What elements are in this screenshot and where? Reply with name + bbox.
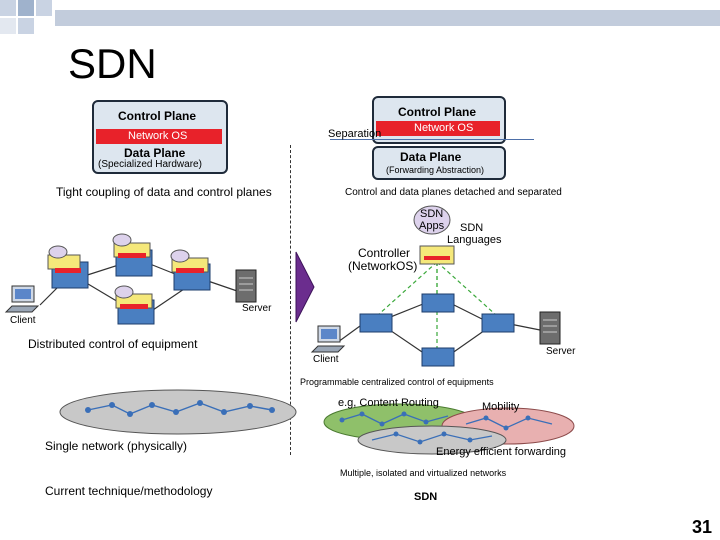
left-switch-2 — [112, 233, 153, 277]
left-network-os-label: Network OS — [128, 130, 188, 142]
right-network-os-label: Network OS — [414, 122, 474, 134]
right-server-icon — [539, 311, 561, 345]
transition-arrow — [295, 251, 315, 323]
left-client-label: Client — [10, 315, 36, 326]
left-control-plane-label: Control Plane — [118, 109, 197, 123]
right-network-os-bar — [376, 121, 500, 136]
left-server-label: Server — [242, 303, 272, 314]
corner-decoration-4 — [18, 18, 34, 34]
right-caption-detached: Control and data planes detached and sep… — [345, 187, 562, 198]
right-caption-multiple: Multiple, isolated and virtualized netwo… — [340, 468, 507, 478]
right-caption-programmable: Programmable centralized control of equi… — [300, 377, 494, 387]
right-server-label: Server — [546, 346, 576, 357]
right-switch-4 — [421, 347, 455, 367]
right-data-plane-label: Data Plane — [400, 150, 462, 164]
right-control-plane-label: Control Plane — [398, 105, 477, 119]
right-client-label: Client — [313, 354, 339, 365]
corner-decoration-1 — [0, 0, 16, 16]
energy-label: Energy efficient forwarding — [436, 446, 567, 458]
corner-decoration-5 — [0, 18, 16, 34]
left-caption-single-network: Single network (physically) — [45, 439, 188, 453]
corner-decoration-2 — [18, 0, 34, 16]
left-single-network — [59, 389, 297, 435]
page-number: 31 — [691, 517, 712, 537]
left-switch-3 — [170, 249, 211, 291]
sdn-languages-label-2: Languages — [447, 234, 502, 246]
corner-decoration-3 — [36, 0, 52, 16]
right-client-icon — [310, 325, 346, 353]
left-server-icon — [235, 269, 257, 303]
controller-box — [419, 245, 455, 265]
slide-title: SDN — [68, 40, 157, 87]
right-forwarding-label: (Forwarding Abstraction) — [386, 165, 485, 175]
right-switch-3 — [481, 313, 515, 333]
right-switch-2 — [421, 293, 455, 313]
controller-label-1: Controller — [358, 246, 411, 260]
right-control-plane-box — [372, 96, 506, 144]
controller-label-2: (NetworkOS) — [348, 259, 418, 273]
sdn-languages-label-1: SDN — [460, 222, 484, 234]
sdn-apps-bubble — [413, 205, 451, 235]
mobility-label: Mobility — [482, 401, 520, 413]
right-switch-1 — [359, 313, 393, 333]
left-client-icon — [4, 285, 40, 313]
divider-dashed — [290, 145, 291, 455]
left-specialized-hw-label: (Specialized Hardware) — [98, 159, 202, 170]
left-caption-coupling: Tight coupling of data and control plane… — [56, 185, 272, 199]
left-data-plane-label: Data Plane — [124, 146, 186, 160]
left-caption-current: Current technique/methodology — [45, 484, 213, 498]
right-virtual-networks — [323, 403, 575, 455]
right-caption-sdn: SDN — [414, 491, 438, 503]
top-bar — [55, 10, 720, 26]
content-routing-label: e.g, Content Routing — [338, 397, 439, 409]
separation-label: Separation — [328, 128, 382, 140]
left-caption-distributed: Distributed control of equipment — [28, 337, 198, 351]
separation-line — [330, 139, 534, 140]
right-data-plane-box — [372, 146, 506, 180]
sdn-apps-label-2: Apps — [419, 220, 445, 232]
sdn-apps-label-1: SDN — [420, 208, 444, 220]
left-switch-1 — [47, 245, 89, 289]
left-switch-4 — [114, 285, 155, 325]
left-network-os-bar — [96, 129, 222, 144]
